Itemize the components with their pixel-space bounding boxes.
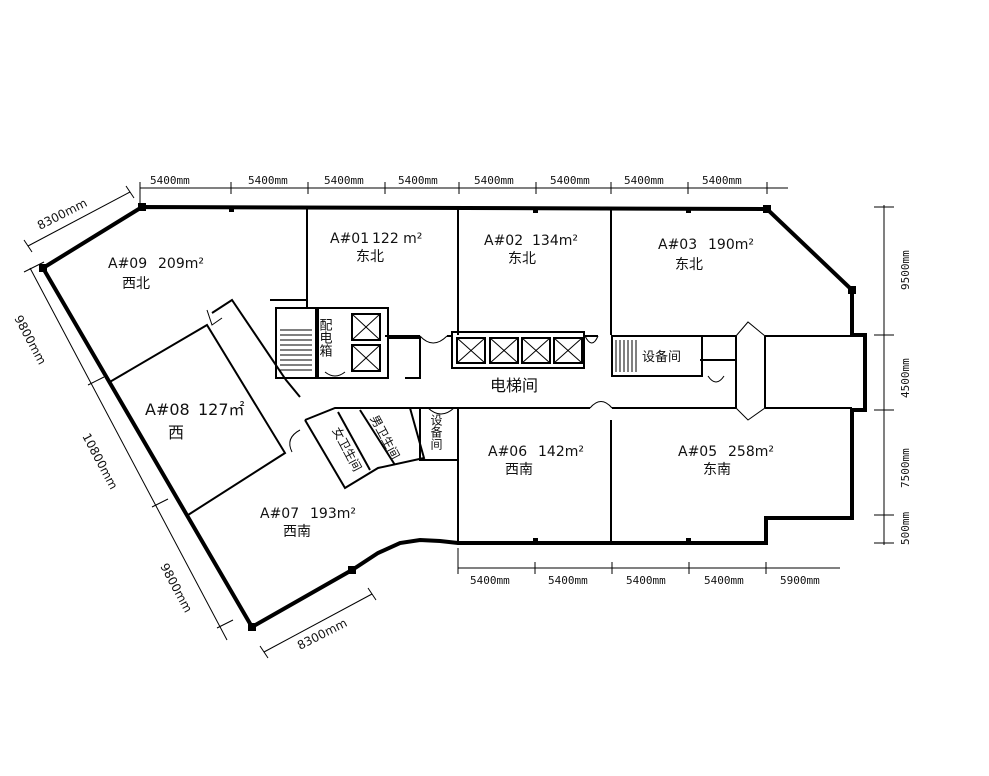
unit-a02-orientation: 东北 — [508, 251, 536, 267]
dim-top-5: 5400mm — [474, 174, 514, 187]
unit-a09-area: 209m² — [158, 256, 204, 272]
elevator-hall-label: 电梯间 — [490, 376, 538, 395]
dim-bottom-1: 5400mm — [470, 574, 510, 587]
unit-a08-area: 127㎡ — [198, 400, 245, 419]
dimension-lines — [23, 182, 894, 659]
dim-right-2: 4500mm — [899, 358, 912, 398]
dim-left-1: 9800mm — [11, 313, 49, 367]
unit-a07-area: 193m² — [310, 506, 356, 522]
stair-treads-right — [615, 340, 637, 372]
unit-a01-id: A#01 — [330, 231, 369, 247]
unit-a06-id: A#06 — [488, 444, 527, 460]
womens-restroom-label: 女卫生间 — [329, 424, 365, 473]
unit-a01-area: 122 m² — [372, 231, 422, 247]
dim-right-3: 7500mm — [899, 448, 912, 488]
unit-a07-orientation: 西南 — [283, 524, 311, 540]
electrical-box-label: 配电箱 — [317, 318, 333, 357]
dim-top-3: 5400mm — [324, 174, 364, 187]
equipment-room-center-label: 设备间 — [429, 414, 443, 450]
unit-a08-orientation: 西 — [168, 423, 184, 442]
unit-a05-id: A#05 — [678, 444, 717, 460]
dim-top-7: 5400mm — [624, 174, 664, 187]
unit-a08-id: A#08 — [145, 400, 190, 419]
unit-a02-area: 134m² — [532, 233, 578, 249]
dim-bottom-3: 5400mm — [626, 574, 666, 587]
unit-a05-area: 258m² — [728, 444, 774, 460]
dim-diagonal-top: 8300mm — [35, 196, 89, 233]
equipment-room-right-label: 设备间 — [642, 349, 681, 365]
dim-right-1: 9500mm — [899, 250, 912, 290]
unit-a07-id: A#07 — [260, 506, 299, 522]
unit-a06-area: 142m² — [538, 444, 584, 460]
dim-top-4: 5400mm — [398, 174, 438, 187]
mens-restroom-label: 男卫生间 — [367, 413, 402, 462]
columns — [39, 203, 856, 631]
unit-a02-id: A#02 — [484, 233, 523, 249]
unit-a06-orientation: 西南 — [505, 462, 533, 478]
unit-a09-id: A#09 — [108, 256, 147, 272]
elevator-shafts — [456, 337, 583, 364]
dim-bottom-2: 5400mm — [548, 574, 588, 587]
dim-left-2: 10800mm — [79, 431, 120, 492]
door-swings — [206, 309, 766, 453]
unit-a09-orientation: 西北 — [122, 276, 150, 292]
stair-treads-left — [280, 329, 312, 371]
unit-a03-orientation: 东北 — [675, 257, 703, 273]
dim-bottom-5: 5900mm — [780, 574, 820, 587]
interior-walls — [107, 208, 865, 543]
dim-top-1: 5400mm — [150, 174, 190, 187]
unit-a03-id: A#03 — [658, 237, 697, 253]
dim-bottom-4: 5400mm — [704, 574, 744, 587]
dim-right-4: 500mm — [899, 512, 912, 545]
unit-labels: A#01 122 m² 东北 A#02 134m² 东北 A#03 190m² … — [108, 231, 774, 540]
dim-top-6: 5400mm — [550, 174, 590, 187]
dim-top-2: 5400mm — [248, 174, 288, 187]
unit-a03-area: 190m² — [708, 237, 754, 253]
unit-a05-orientation: 东南 — [703, 462, 731, 478]
unit-a01-orientation: 东北 — [356, 249, 384, 265]
dim-top-8: 5400mm — [702, 174, 742, 187]
